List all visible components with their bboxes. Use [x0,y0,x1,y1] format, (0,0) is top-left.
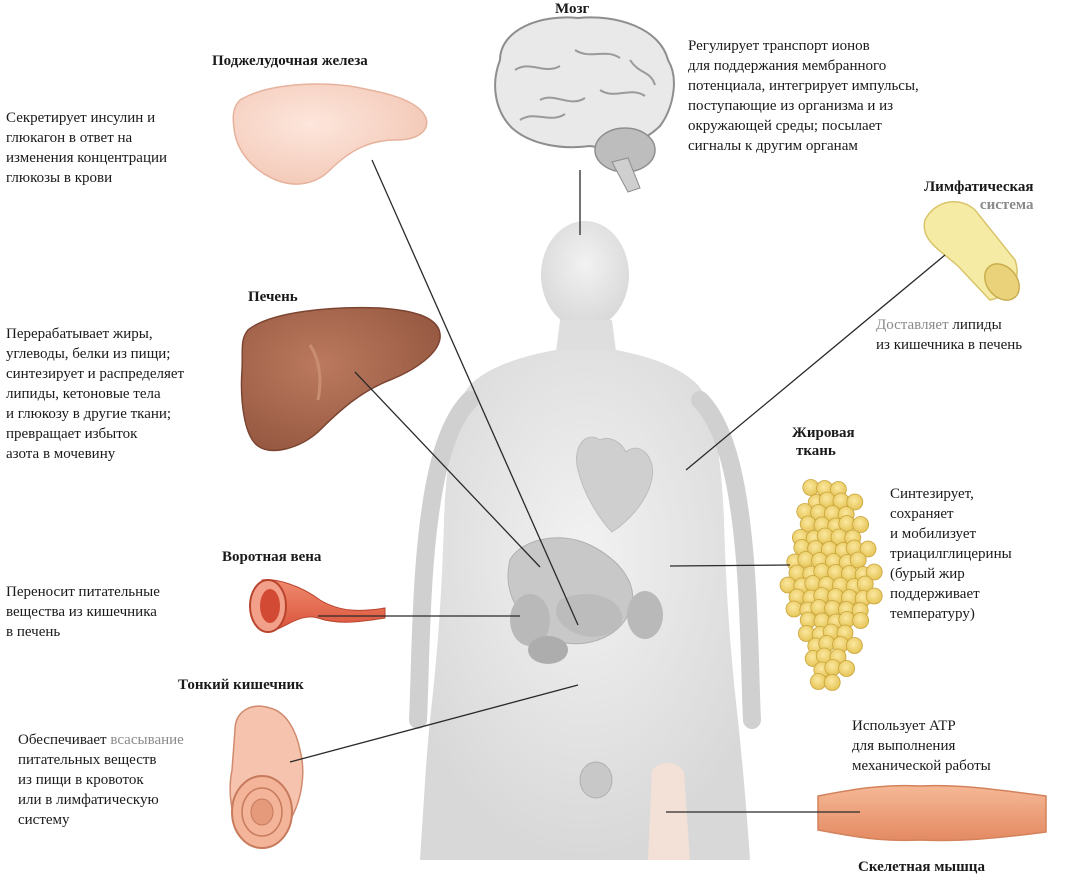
brain-title: Мозг [555,1,590,17]
fat-droplet [846,493,864,511]
fat-droplet [852,612,869,629]
portal-vein-illustration [249,579,386,633]
fat-droplet [838,660,855,677]
liver-illustration [240,306,441,452]
lymph-description: Доставляет липиды из кишечника в печень [876,315,1022,355]
fat-droplet [852,516,869,533]
muscle-title: Скелетная мышца [858,859,985,875]
fat-droplet [823,674,841,691]
intestine-title: Тонкий кишечник [178,677,304,693]
pancreas-description: Секретирует инсулин и глюкагон в ответ н… [6,110,168,186]
lymph-title-main: Лимфатическая [924,179,1034,195]
adipose-description: Синтезирует, сохраняет и мобилизует триа… [890,486,1012,622]
lymph-title: Лимфатическая система [924,178,1034,214]
lymph-description-a: Доставляет [876,317,949,333]
small-intestine-illustration [229,705,304,849]
lymph-title-sub: система [979,197,1034,213]
portal-vein-title: Воротная вена [222,549,322,565]
pancreas-illustration [232,83,428,185]
liver-description: Перерабатывает жиры, углеводы, белки из … [6,326,185,462]
fat-droplet [849,551,867,569]
brain-illustration [494,16,675,193]
adipose-tissue-illustration [779,479,883,691]
lymph-description-b: липиды из кишечника в печень [876,317,1023,353]
leader-lines [289,159,946,813]
intestine-description-c: питательных веществ из пищи в кровоток и… [18,752,159,828]
liver-title: Печень [248,289,298,305]
brain-description: Регулирует транспорт ионов для поддержан… [688,38,919,154]
lymphatic-vessel-illustration [923,201,1020,301]
adipose-title: Жировая ткань [792,424,855,460]
pancreas-title: Поджелудочная железа [212,53,368,69]
human-body-silhouette [409,221,761,860]
skeletal-muscle-illustration [817,784,1047,842]
portal-vein-description: Переносит питательные вещества из кишечн… [6,584,160,640]
adipose-title-main: Жировая [792,425,855,441]
intestine-description: Обеспечивает всасывание питательных веще… [18,730,184,830]
intestine-description-a: Обеспечивает [18,732,111,748]
intestine-description-b: всасывание [110,732,184,748]
muscle-description: Использует ATP для выполнения механическ… [852,718,991,774]
fat-droplet [846,637,863,654]
fat-droplet [865,587,883,605]
fat-droplet [865,563,883,581]
adipose-title-sub: ткань [796,443,836,459]
fat-droplet [859,540,877,558]
